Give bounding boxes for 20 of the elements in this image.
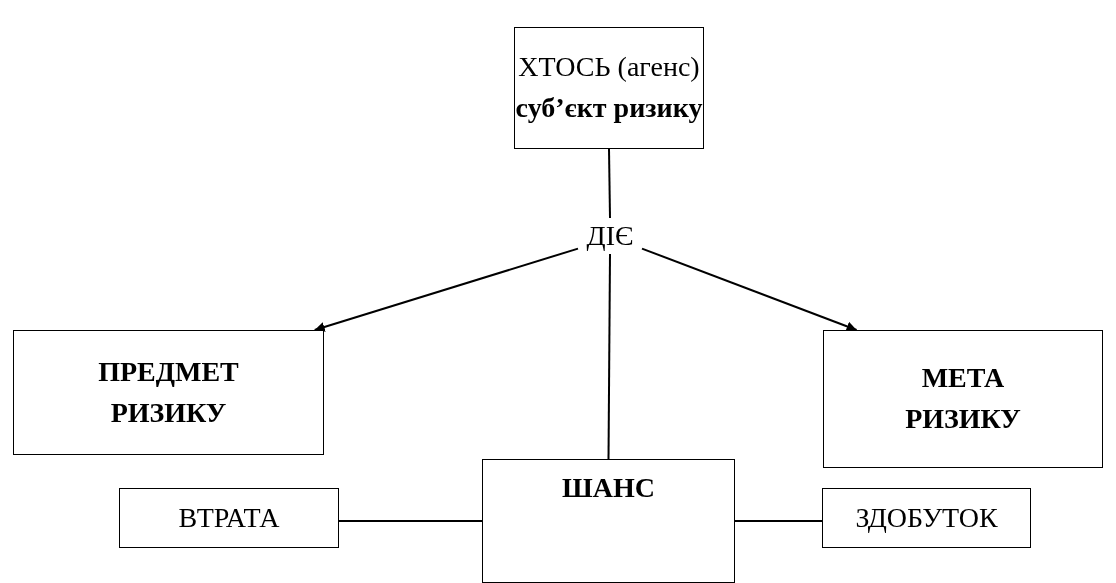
arrow xyxy=(313,247,579,332)
subject-label: суб’єкт ризику xyxy=(515,91,703,125)
chance-label: ШАНС xyxy=(562,471,655,505)
goal-box xyxy=(823,330,1103,468)
gain-box xyxy=(822,488,1031,548)
goal-label: МЕТА РИЗИКУ xyxy=(904,361,1022,436)
object-box xyxy=(13,330,324,455)
connector-line xyxy=(734,520,823,522)
object-label: ПРЕДМЕТ РИЗИКУ xyxy=(97,354,240,430)
connector-line xyxy=(607,253,611,460)
arrow xyxy=(641,247,858,332)
loss-label: ВТРАТА xyxy=(178,500,280,535)
loss-box xyxy=(119,488,339,548)
gain-label: ЗДОБУТОК xyxy=(855,500,998,535)
connector-line xyxy=(608,148,611,219)
action-label: ДІЄ xyxy=(578,218,642,254)
connector-line xyxy=(338,520,483,522)
agent-box xyxy=(514,27,704,149)
chance-box xyxy=(482,459,735,583)
agent-label: ХТОСЬ (агенс) xyxy=(518,50,700,85)
